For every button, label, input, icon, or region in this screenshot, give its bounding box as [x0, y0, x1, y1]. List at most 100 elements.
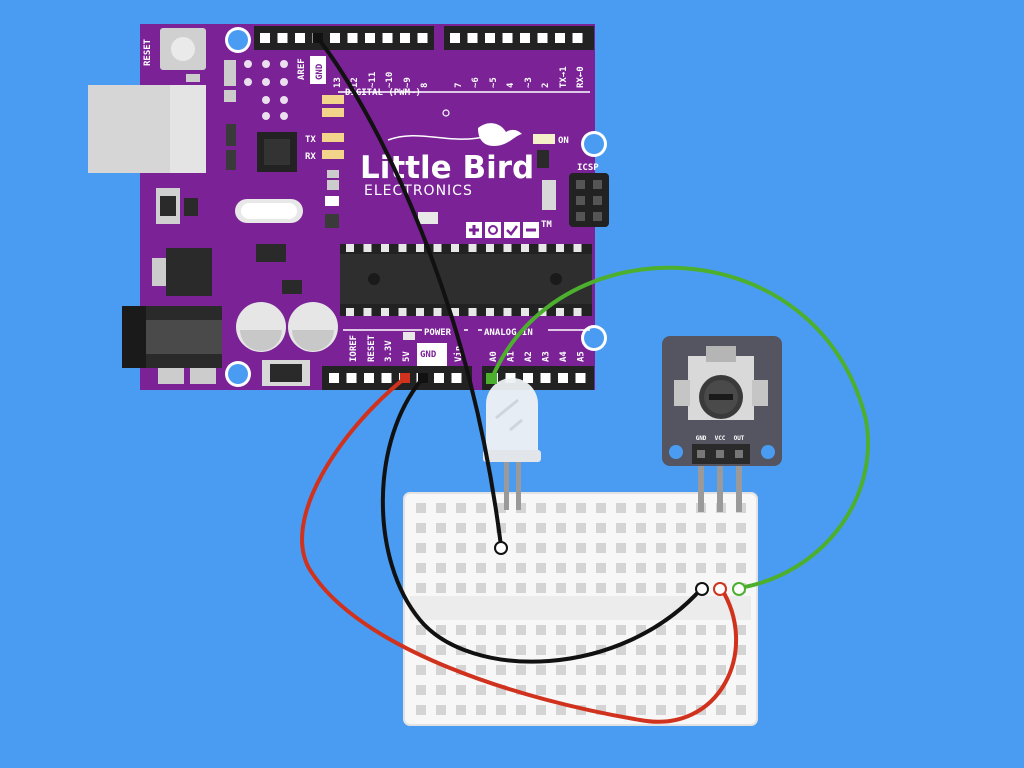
header-pin[interactable]: [502, 33, 513, 43]
led: [483, 378, 541, 510]
header-pin[interactable]: [365, 33, 375, 43]
header-pin[interactable]: [555, 33, 565, 43]
breadboard-hole: [716, 563, 726, 573]
header-pin[interactable]: [540, 373, 551, 383]
header-pin[interactable]: [558, 373, 568, 383]
breadboard-hole: [436, 503, 446, 513]
breadboard-hole: [456, 563, 466, 573]
potentiometer-pin-label: GND: [696, 435, 707, 442]
breadboard-hole: [576, 625, 586, 635]
header-pin[interactable]: [575, 373, 586, 383]
breadboard-hole: [596, 583, 606, 593]
breadboard-hole: [456, 705, 466, 715]
breadboard-hole: [436, 523, 446, 533]
header-pin[interactable]: [537, 33, 548, 43]
wire-end: [494, 541, 508, 555]
digital-pin-label: TX→1: [559, 66, 569, 88]
wire-gnd-top: [316, 36, 503, 548]
breadboard-hole: [636, 543, 646, 553]
wire-gnd-power: [380, 376, 704, 664]
digital-pin-label: RX←0: [576, 66, 586, 88]
breadboard-hole: [696, 543, 706, 553]
header-pin[interactable]: [520, 33, 530, 43]
breadboard-hole: [556, 583, 566, 593]
wire-signal-a0: [490, 265, 870, 590]
header-pin[interactable]: [329, 373, 339, 383]
breadboard-hole: [416, 625, 426, 635]
wire-end: [713, 582, 727, 596]
wire-end: [418, 373, 428, 383]
power-pin-label: GND: [420, 350, 437, 360]
header-pin[interactable]: [523, 373, 533, 383]
breadboard-hole: [716, 705, 726, 715]
breadboard-hole: [616, 523, 626, 533]
digital-pin-label: ~9: [403, 77, 413, 88]
header-pin[interactable]: [347, 33, 358, 43]
breadboard-hole: [716, 665, 726, 675]
breadboard-hole: [496, 645, 506, 655]
bird-icon: [478, 123, 522, 146]
breadboard-hole: [596, 705, 606, 715]
header-pin[interactable]: [451, 373, 462, 383]
breadboard-hole: [616, 645, 626, 655]
breadboard-hole: [676, 583, 686, 593]
breadboard-hole: [536, 625, 546, 635]
wire-5v: [300, 376, 739, 724]
breadboard-hole: [596, 523, 606, 533]
breadboard-hole: [696, 645, 706, 655]
breadboard-hole: [636, 563, 646, 573]
header-pin[interactable]: [572, 33, 583, 43]
breadboard-hole: [536, 665, 546, 675]
check-icon: [506, 225, 518, 236]
header-pin[interactable]: [364, 373, 374, 383]
header-pin[interactable]: [277, 33, 288, 43]
breadboard-hole: [576, 685, 586, 695]
breadboard-hole: [716, 645, 726, 655]
breadboard-hole: [516, 583, 526, 593]
breadboard-hole: [496, 503, 506, 513]
breadboard-hole: [616, 503, 626, 513]
power-pin-label: 5V: [402, 351, 412, 362]
breadboard-hole: [676, 563, 686, 573]
breadboard-hole: [636, 503, 646, 513]
header-pin[interactable]: [450, 33, 460, 43]
breadboard: [403, 492, 758, 726]
reset-label: RESET: [143, 38, 153, 66]
breadboard-hole: [556, 625, 566, 635]
header-pin[interactable]: [295, 33, 305, 43]
header-pin[interactable]: [260, 33, 270, 43]
header-pin[interactable]: [382, 33, 393, 43]
breadboard-hole: [696, 563, 706, 573]
breadboard-hole: [536, 503, 546, 513]
breadboard-hole: [496, 523, 506, 533]
breadboard-hole: [456, 543, 466, 553]
breadboard-hole: [536, 583, 546, 593]
header-pin[interactable]: [400, 33, 410, 43]
header-pin[interactable]: [381, 373, 392, 383]
breadboard-hole: [476, 523, 486, 533]
circle-icon: [488, 225, 498, 235]
header-pin[interactable]: [330, 33, 340, 43]
breadboard-hole: [636, 665, 646, 675]
breadboard-hole: [676, 523, 686, 533]
breadboard-hole: [576, 523, 586, 533]
arduino-board: RESET: [88, 24, 609, 390]
breadboard-hole: [476, 503, 486, 513]
breadboard-hole: [476, 645, 486, 655]
header-pin[interactable]: [505, 373, 516, 383]
breadboard-hole: [476, 563, 486, 573]
on-led: [533, 134, 555, 144]
breadboard-hole: [636, 625, 646, 635]
header-pin[interactable]: [417, 33, 428, 43]
header-pin[interactable]: [346, 373, 357, 383]
breadboard-hole: [416, 685, 426, 695]
breadboard-hole: [656, 625, 666, 635]
power-pin-label: 3.3V: [384, 340, 394, 362]
header-pin[interactable]: [434, 373, 444, 383]
header-pin[interactable]: [467, 33, 478, 43]
breadboard-hole: [516, 523, 526, 533]
header-pin[interactable]: [485, 33, 495, 43]
